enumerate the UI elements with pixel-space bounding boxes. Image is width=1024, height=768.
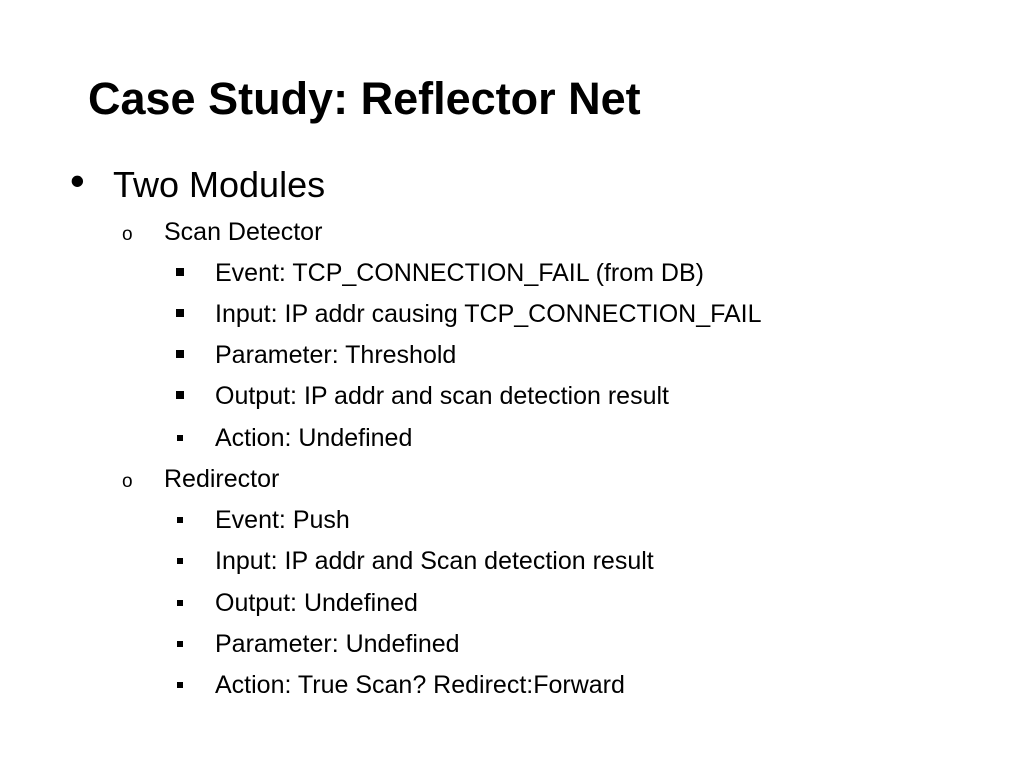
square-bullet-icon xyxy=(177,641,183,647)
list-item-text: Output: IP addr and scan detection resul… xyxy=(215,382,669,410)
square-bullet-icon xyxy=(177,682,183,688)
square-bullet-icon xyxy=(176,350,184,358)
list-item-text: Input: IP addr causing TCP_CONNECTION_FA… xyxy=(215,300,762,328)
slide-title: Case Study: Reflector Net xyxy=(88,73,641,124)
square-bullet-icon xyxy=(176,268,184,276)
square-bullet-icon xyxy=(176,309,184,317)
square-bullet-icon xyxy=(177,558,183,564)
circle-bullet-icon: o xyxy=(122,224,133,245)
list-item-text: Parameter: Undefined xyxy=(215,630,460,658)
bullet-dot-icon: • xyxy=(70,157,85,204)
circle-bullet-icon: o xyxy=(122,471,133,492)
list-item-text: Action: True Scan? Redirect:Forward xyxy=(215,671,625,699)
list-item-text: Event: Push xyxy=(215,506,350,534)
module-name: Scan Detector xyxy=(164,218,323,246)
square-bullet-icon xyxy=(177,435,183,441)
square-bullet-icon xyxy=(177,600,183,606)
square-bullet-icon xyxy=(176,391,184,399)
list-item-text: Action: Undefined xyxy=(215,424,413,452)
bullet-text: Two Modules xyxy=(113,164,326,205)
list-item-text: Event: TCP_CONNECTION_FAIL (from DB) xyxy=(215,259,704,287)
list-item-text: Output: Undefined xyxy=(215,589,418,617)
square-bullet-icon xyxy=(177,517,183,523)
list-item-text: Parameter: Threshold xyxy=(215,341,457,369)
module-name: Redirector xyxy=(164,465,280,493)
list-item-text: Input: IP addr and Scan detection result xyxy=(215,547,654,575)
